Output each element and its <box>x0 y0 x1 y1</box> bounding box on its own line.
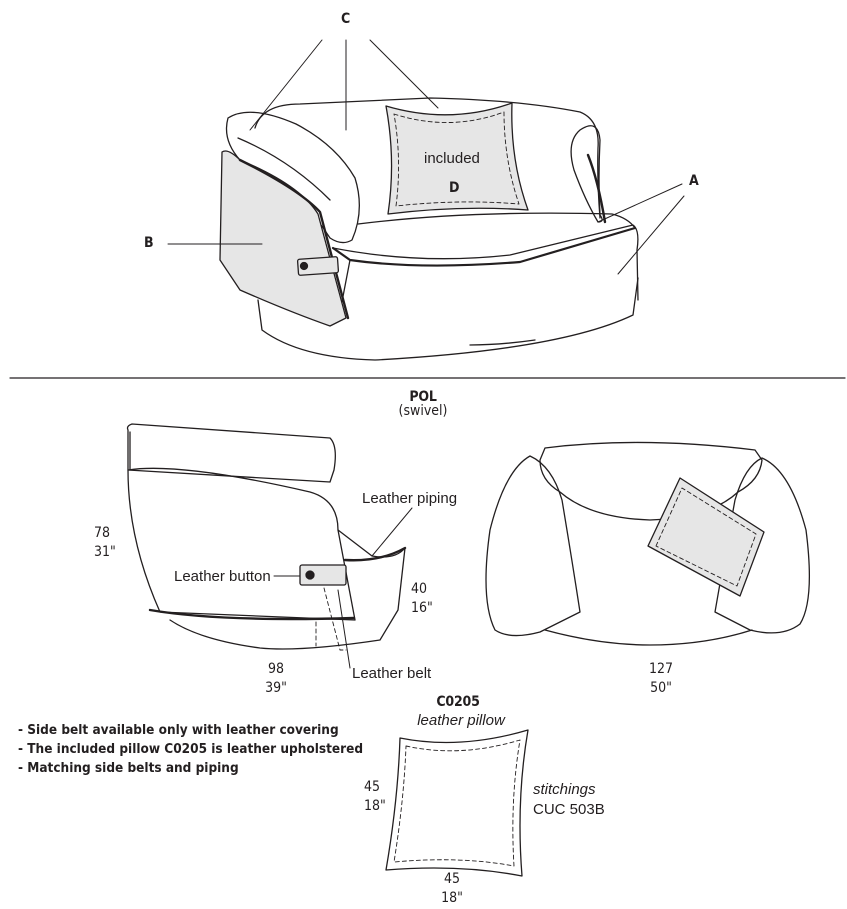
pillow-height-in: 18" <box>364 798 386 814</box>
plan-pillow <box>647 477 765 597</box>
armchair-perspective-view <box>167 39 685 361</box>
swivel-base <box>469 339 536 346</box>
width-cm: 127 <box>648 661 674 677</box>
pillow-c0205 <box>385 729 529 877</box>
callout-a: A <box>689 173 699 189</box>
side-belt <box>296 256 340 276</box>
pillow-width-cm: 45 <box>443 871 461 887</box>
chair-base <box>257 277 639 361</box>
note-item: - The included pillow C0205 is leather u… <box>18 741 364 757</box>
pillow-outline <box>385 729 529 877</box>
depth-in: 39" <box>265 680 287 696</box>
pillow-d <box>385 102 529 215</box>
depth-cm: 98 <box>267 661 285 677</box>
model-name: POL <box>409 389 437 405</box>
plan-right-arm <box>714 457 811 634</box>
plan-left-arm <box>485 455 581 637</box>
callout-b: B <box>144 235 154 251</box>
plan-back <box>539 441 763 521</box>
seat-height-in: 16" <box>411 600 433 616</box>
note-item: - Matching side belts and piping <box>18 760 239 776</box>
side-view-belt <box>299 564 347 586</box>
side-back-top <box>126 423 336 483</box>
seat-cushion <box>332 224 639 301</box>
side-button <box>299 261 309 271</box>
model-variant: (swivel) <box>398 403 448 419</box>
callout-c: C <box>341 11 351 27</box>
plan-seat-front <box>544 629 753 646</box>
stitchings-label: stitchings <box>533 781 596 798</box>
pillow-included-label: included <box>424 150 480 167</box>
pillow-width-in: 18" <box>441 890 463 906</box>
side-seat <box>169 529 406 650</box>
armchair-side-view <box>126 423 413 669</box>
pillow-code: C0205 <box>436 694 480 710</box>
pillow-subtitle: leather pillow <box>417 712 505 729</box>
height-cm: 78 <box>94 525 111 541</box>
leather-piping-label: Leather piping <box>362 490 458 507</box>
seat-height-cm: 40 <box>411 581 428 597</box>
notes-list: - Side belt available only with leather … <box>18 721 363 778</box>
armchair-plan-view <box>485 441 811 646</box>
pillow-height-cm: 45 <box>364 779 381 795</box>
leather-belt-label: Leather belt <box>352 665 432 682</box>
backrest <box>254 97 601 219</box>
leather-button-label: Leather button <box>174 568 271 585</box>
side-outer-shell <box>127 467 356 621</box>
width-in: 50" <box>650 680 672 696</box>
height-in: 31" <box>94 544 116 560</box>
callout-d: D <box>449 180 460 196</box>
note-item: - Side belt available only with leather … <box>18 722 339 738</box>
stitchings-code: CUC 503B <box>533 801 605 818</box>
